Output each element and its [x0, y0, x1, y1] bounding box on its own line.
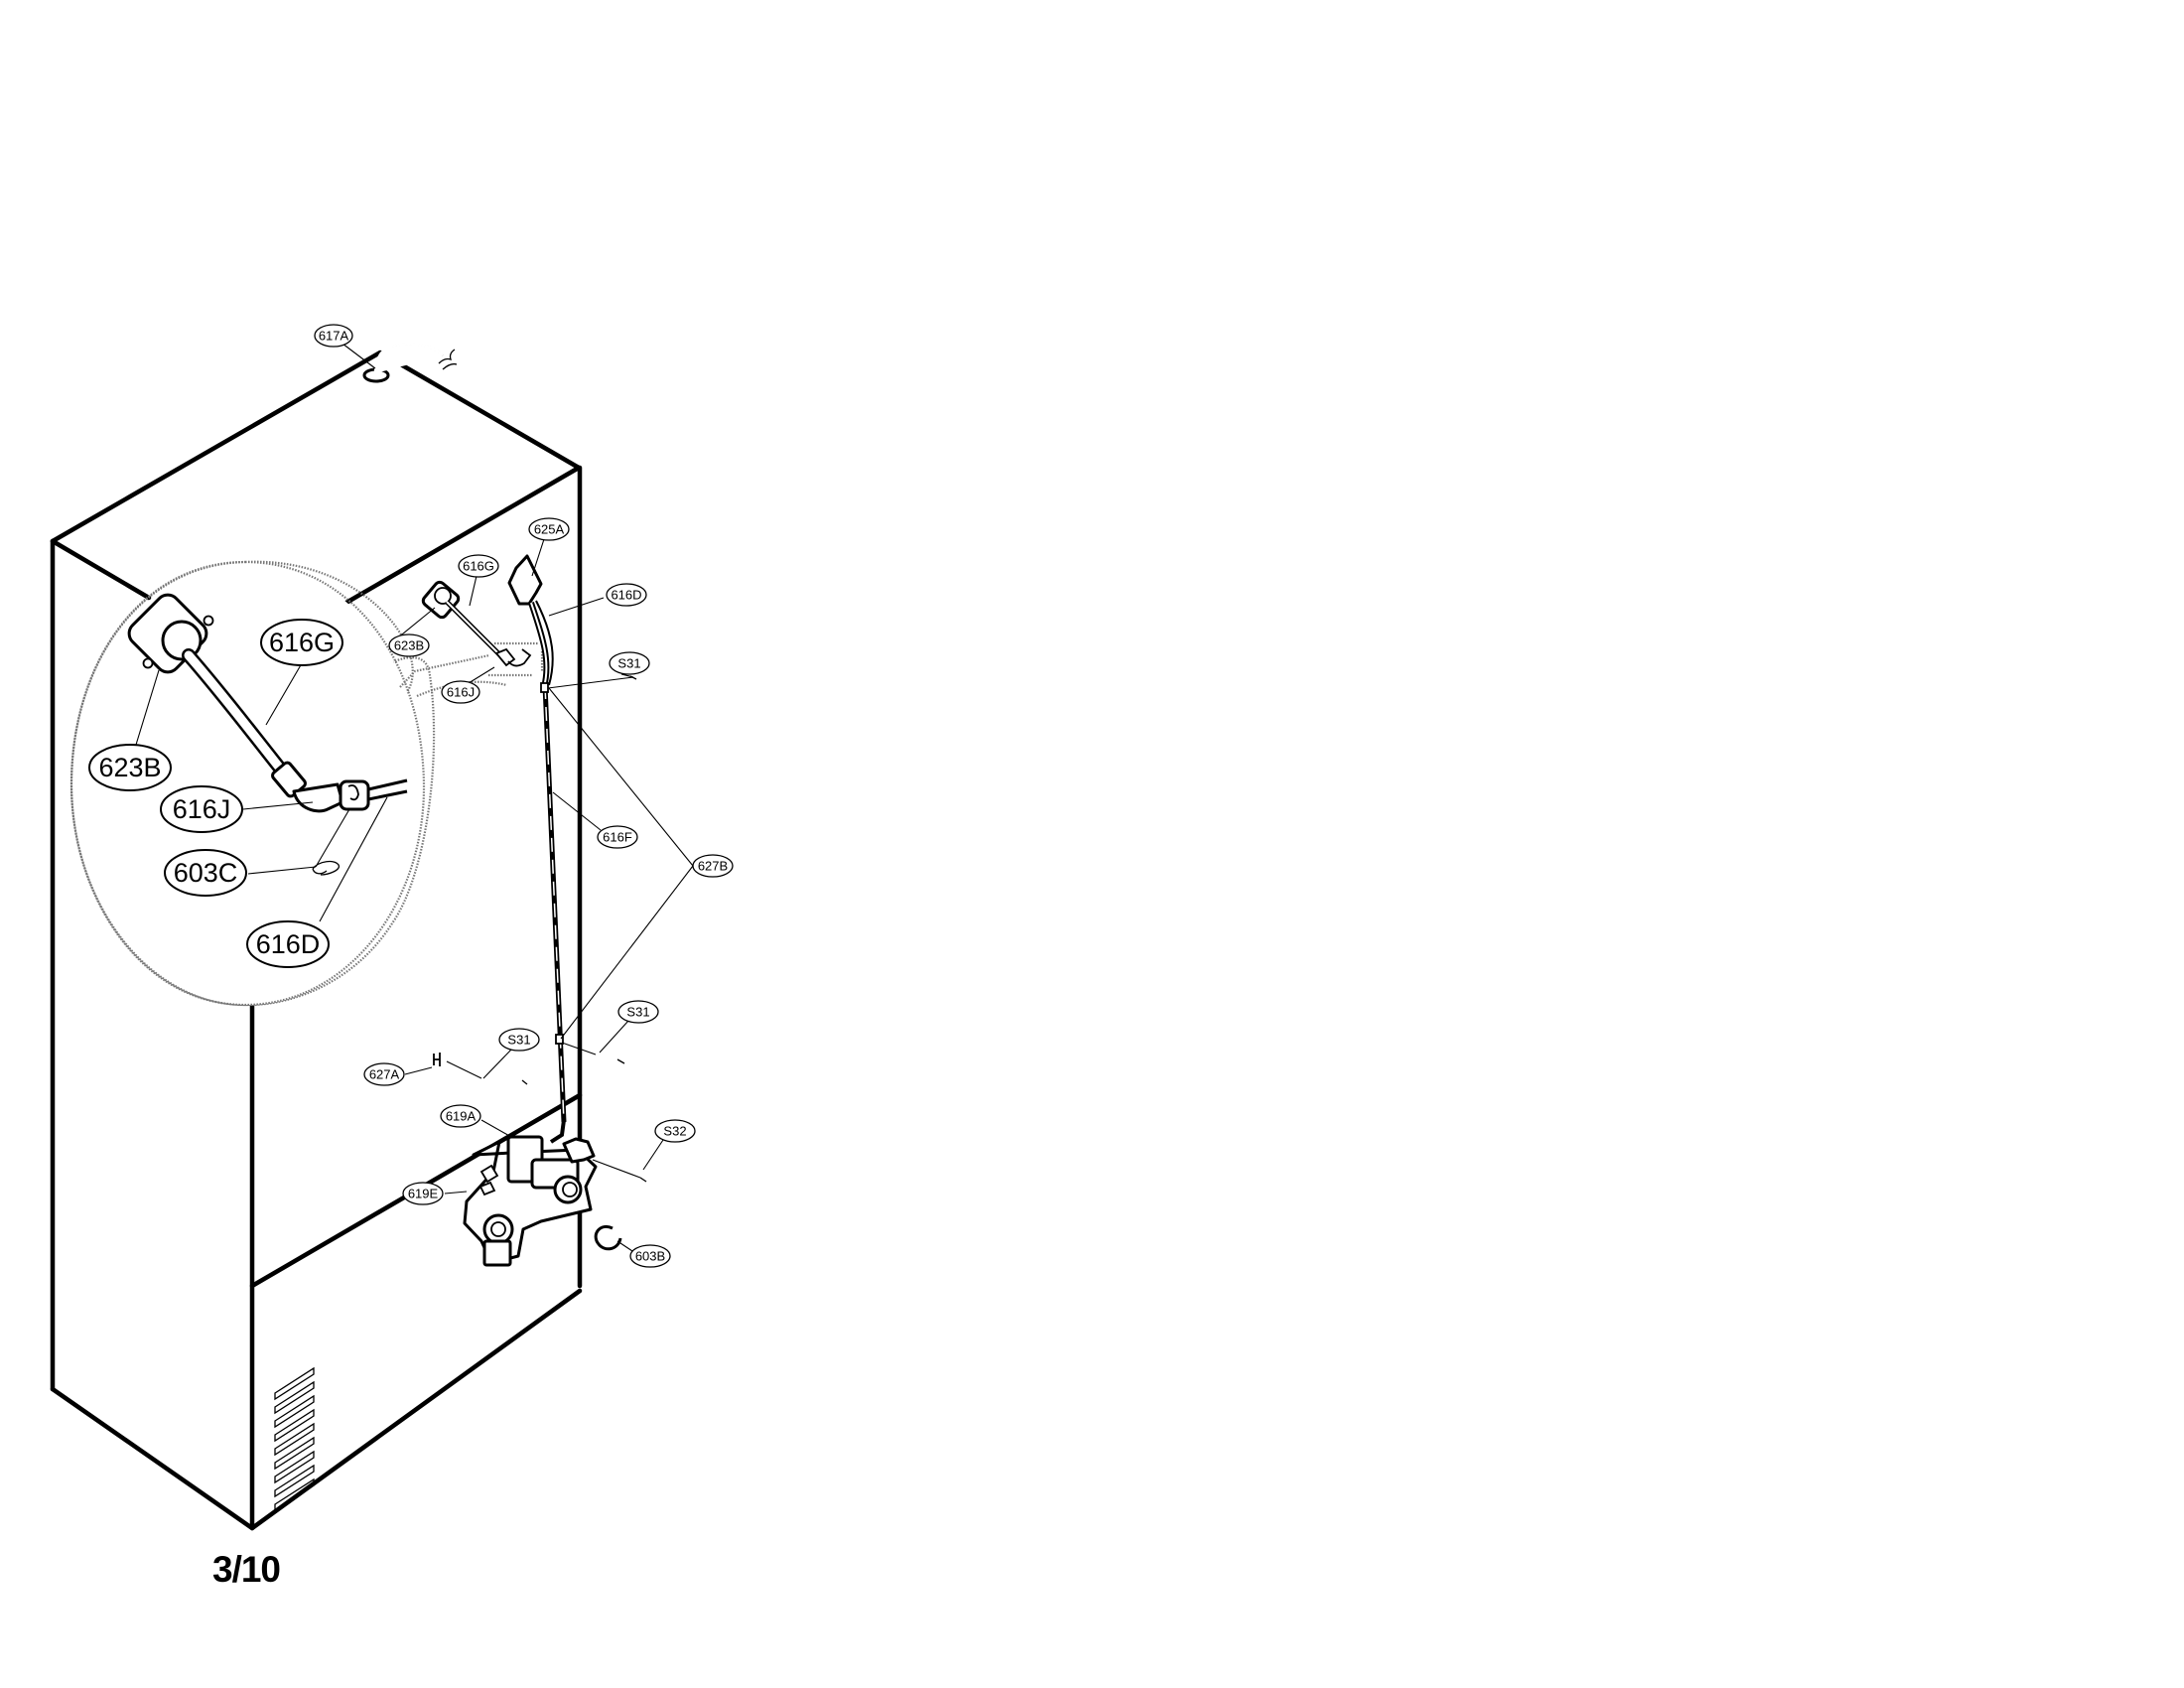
svg-text:623B: 623B — [98, 753, 161, 782]
svg-text:616J: 616J — [447, 685, 475, 700]
callout-S31-mid[interactable]: S31 — [498, 1028, 540, 1052]
leader-lines — [135, 343, 694, 1254]
callout-603B[interactable]: 603B — [629, 1244, 671, 1268]
svg-text:S31: S31 — [507, 1033, 530, 1048]
svg-text:603C: 603C — [174, 858, 238, 888]
refrigerator-cabinet — [50, 350, 583, 1531]
callout-625A[interactable]: 625A — [528, 517, 570, 541]
magnified-detail — [69, 560, 507, 1007]
svg-text:617A: 617A — [319, 329, 349, 344]
svg-text:619A: 619A — [446, 1109, 477, 1124]
callout-616F[interactable]: 616F — [597, 825, 638, 849]
callout-S31-right[interactable]: S31 — [617, 1000, 659, 1024]
callout-616D-detail[interactable]: 616D — [246, 920, 330, 968]
svg-text:625A: 625A — [534, 522, 565, 537]
svg-text:623B: 623B — [394, 638, 424, 653]
callout-619E[interactable]: 619E — [402, 1182, 444, 1205]
callout-603C-detail[interactable]: 603C — [164, 849, 247, 897]
svg-text:616G: 616G — [269, 628, 335, 657]
svg-text:S31: S31 — [617, 656, 640, 671]
svg-text:S32: S32 — [663, 1124, 686, 1139]
svg-text:616D: 616D — [611, 588, 641, 603]
callout-627A[interactable]: 627A — [363, 1062, 405, 1086]
callout-623B-detail[interactable]: 623B — [88, 744, 172, 791]
svg-text:627B: 627B — [698, 859, 728, 874]
callout-616D[interactable]: 616D — [606, 583, 647, 607]
callout-616G-detail[interactable]: 616G — [260, 619, 343, 666]
svg-text:616F: 616F — [603, 830, 632, 845]
page-number: 3/10 — [212, 1549, 281, 1590]
vent-grille — [274, 1366, 315, 1512]
svg-text:S31: S31 — [626, 1005, 649, 1020]
svg-text:619E: 619E — [408, 1187, 439, 1201]
svg-text:616G: 616G — [463, 559, 494, 574]
callout-617A[interactable]: 617A — [314, 324, 353, 348]
svg-text:603B: 603B — [635, 1249, 665, 1264]
tube-fitting-large — [127, 593, 408, 876]
water-valve-assembly — [433, 675, 647, 1267]
fill-tube-assembly — [421, 554, 567, 1144]
callout-616G[interactable]: 616G — [458, 554, 499, 578]
callout-S31-top[interactable]: S31 — [609, 651, 650, 675]
svg-text:616D: 616D — [256, 929, 321, 959]
svg-text:627A: 627A — [369, 1067, 400, 1082]
callout-623B[interactable]: 623B — [388, 633, 430, 657]
callout-S32[interactable]: S32 — [654, 1119, 696, 1143]
callout-627B[interactable]: 627B — [692, 854, 734, 878]
callout-619A[interactable]: 619A — [440, 1104, 481, 1128]
svg-text:616J: 616J — [173, 794, 231, 824]
callout-616J[interactable]: 616J — [441, 680, 480, 704]
power-cord-grommet — [362, 343, 458, 383]
callout-616J-detail[interactable]: 616J — [160, 785, 243, 833]
